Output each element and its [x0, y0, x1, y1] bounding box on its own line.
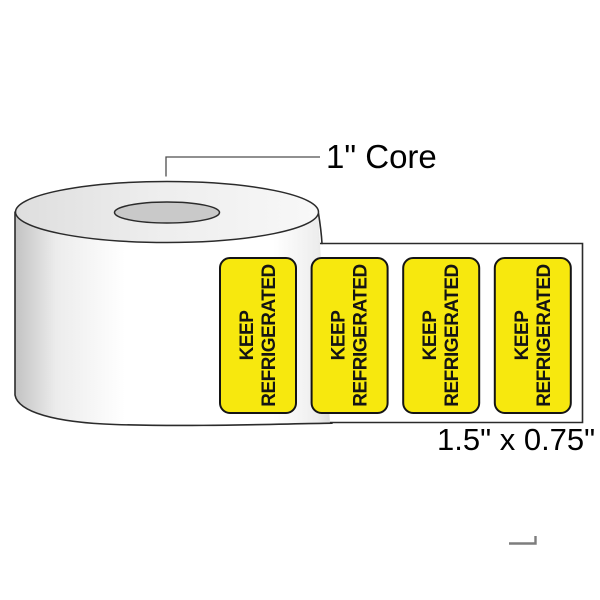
label-text-line2: REFRIGERATED: [442, 264, 463, 406]
roll-body-outline: [14, 211, 333, 427]
label-text-line2: REFRIGERATED: [534, 264, 555, 406]
label-text-line2: REFRIGERATED: [259, 264, 280, 406]
label-sticker: KEEP REFRIGERATED: [402, 257, 481, 414]
roll-core-hole: [113, 201, 221, 224]
label-text-line2: REFRIGERATED: [351, 264, 372, 406]
label-text-line1: KEEP: [237, 310, 258, 361]
label-sticker: KEEP REFRIGERATED: [219, 257, 297, 414]
label-text-line1: KEEP: [512, 310, 533, 361]
label-sticker: KEEP REFRIGERATED: [493, 257, 572, 414]
label-sticker-shape: [493, 257, 572, 414]
label-text-line1: KEEP: [329, 310, 350, 361]
label-sticker-shape: [402, 257, 481, 414]
label-sticker-shape: [310, 257, 389, 414]
label-sticker-shape: [219, 257, 297, 414]
label-text-line1: KEEP: [420, 310, 441, 361]
core-callout-leader-line: [165, 156, 320, 177]
core-callout-text: 1" Core: [326, 138, 437, 175]
roll-right-edge: [317, 212, 323, 245]
size-callout-text: 1.5" x 0.75": [437, 422, 595, 457]
corner-crop-mark-icon: [509, 536, 537, 545]
label-sticker: KEEP REFRIGERATED: [310, 257, 389, 414]
